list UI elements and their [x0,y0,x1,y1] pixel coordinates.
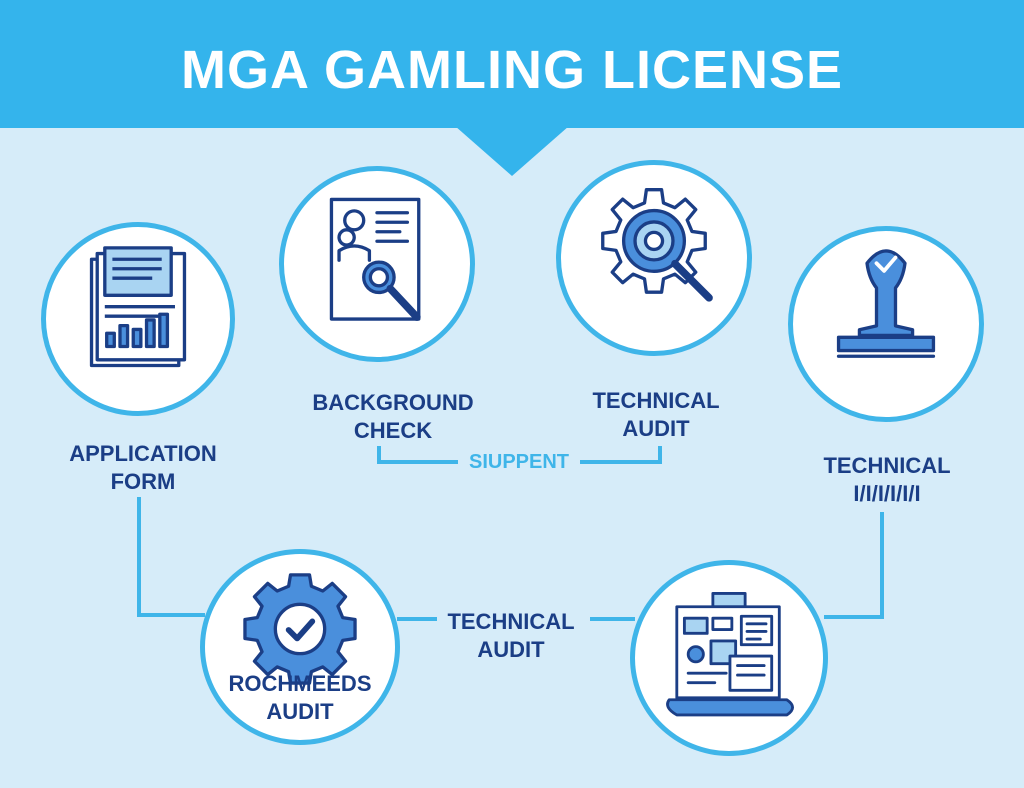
label-line: TECHNICAL [823,453,951,478]
label-rochmeeds-audit: ROCHMEEDS AUDIT [212,670,388,726]
document-chart-icon [89,246,187,368]
machine-document-icon [666,592,794,717]
page-title: MGA GAMLING LICENSE [181,40,843,100]
gear-check-icon [243,573,357,685]
label-line: APPLICATION [69,441,217,466]
label-line: AUDIT [477,637,545,662]
step-background-check [279,166,475,362]
connector-label-technical-audit: TECHNICAL AUDIT [436,608,586,664]
label-technical-right: TECHNICAL I/I/I/I/I/I [812,452,962,508]
connector-machine-to-stamp [824,512,884,619]
label-line: I/I/I/I/I/I [853,481,921,506]
label-line: TECHNICAL [592,388,720,413]
label-application-form: APPLICATION FORM [48,440,238,496]
step-license-machine [630,560,828,756]
label-line: FORM [110,469,176,494]
step-technical-audit-top [556,160,752,356]
banner-pointer [455,126,569,176]
gear-magnifier-icon [601,188,713,302]
connector-background-to-audit [377,446,462,464]
profile-magnifier-icon [329,197,421,321]
connector-audit-to-background [578,446,662,464]
connector-label-support: SIUPPENT [458,450,580,474]
step-technical-right [788,226,984,422]
title-banner [0,0,1024,128]
label-line: CHECK [353,418,433,443]
label-line: BACKGROUND [312,390,474,415]
label-line: AUDIT [622,416,690,441]
label-background-check: BACKGROUND CHECK [298,389,488,445]
label-line: AUDIT [266,699,334,724]
connector-form-to-rochmeeds [137,497,205,617]
label-line: ROCHMEEDS [228,671,372,696]
step-rochmeeds-audit [200,549,400,745]
approval-stamp-icon [836,249,936,358]
label-technical-audit-top: TECHNICAL AUDIT [576,387,736,443]
step-application-form [41,222,235,416]
label-line: TECHNICAL [447,609,575,634]
